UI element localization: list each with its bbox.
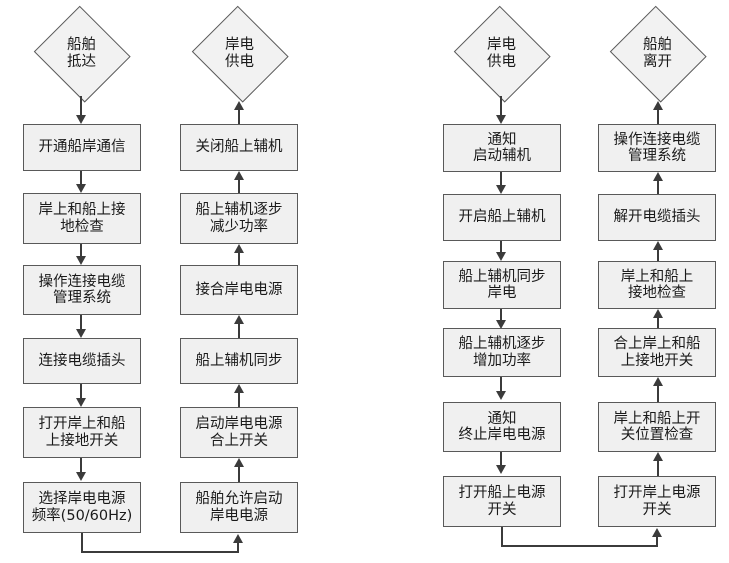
connector-c3-to-c4-vertical [501,527,503,547]
process-c1-3[interactable]: 操作连接电缆 管理系统 [23,265,141,315]
process-c1-1[interactable]: 开通船岸通信 [23,124,141,171]
connector-c2-n5-n4 [238,393,240,407]
connector-c1-to-c2-horizontal [81,551,238,553]
arrowhead-c3-n1 [496,115,506,124]
terminator-ship-departure: 船舶 离开 [607,5,708,103]
connector-c4-n3-n2 [657,250,659,261]
process-c2-3[interactable]: 接合岸电电源 [180,265,298,315]
arrowhead-c4-n4 [653,377,663,386]
arrowhead-c3-n2 [496,185,506,194]
arrowhead-c4-n6 [652,528,662,537]
connector-c3-t-n1 [500,96,502,118]
process-c2-2[interactable]: 船上辅机逐步 减少功率 [180,193,298,244]
arrowhead-c3-n5 [496,391,506,400]
process-c1-4[interactable]: 连接电缆插头 [23,338,141,384]
connector-c1-n5-n6 [80,458,82,474]
arrowhead-c3-n4 [496,320,506,329]
arrowhead-c4-n2 [653,241,663,250]
connector-c1-n2-n3 [80,244,82,258]
connector-c4-n5-n4 [657,386,659,402]
arrowhead-c1-n5 [76,398,86,407]
arrowhead-c1-n1 [76,115,86,124]
connector-c4-n1-t [657,110,659,124]
process-c4-5[interactable]: 岸上和船上开 关位置检查 [598,402,716,452]
arrowhead-c1-n2 [76,184,86,193]
arrowhead-c2-n6 [233,534,243,543]
process-c3-5[interactable]: 通知 终止岸电电源 [443,402,561,452]
arrowhead-c1-n6 [76,472,86,481]
arrowhead-c2-n5 [234,458,244,467]
connector-c1-t-n1 [80,96,82,118]
terminator-shore-power-supply-2: 岸电 供电 [451,5,552,103]
connector-c3-n5-n6 [500,452,502,466]
terminator-ship-arrival: 船舶 抵达 [31,5,132,103]
arrowhead-c1-n3 [76,256,86,265]
process-c3-1[interactable]: 通知 启动辅机 [443,124,561,172]
arrowhead-c2-n2 [234,244,244,253]
process-c2-1[interactable]: 关闭船上辅机 [180,124,298,171]
process-c2-4[interactable]: 船上辅机同步 [180,338,298,384]
process-c1-5[interactable]: 打开岸上和船 上接地开关 [23,407,141,458]
process-c3-4[interactable]: 船上辅机逐步 增加功率 [443,328,561,377]
arrowhead-c2-terminator [234,101,244,110]
connector-c1-n4-n5 [80,384,82,400]
process-c3-2[interactable]: 开启船上辅机 [443,194,561,241]
connector-c4-n2-n1 [657,181,659,194]
arrowhead-c3-n3 [496,252,506,261]
process-c3-6[interactable]: 打开船上电源 开关 [443,476,561,527]
process-c4-1[interactable]: 操作连接电缆 管理系统 [598,124,716,172]
terminator-label: 岸电 供电 [225,37,254,70]
arrowhead-c2-n4 [234,384,244,393]
process-c4-6[interactable]: 打开岸上电源 开关 [598,476,716,527]
connector-c2-n1-t [238,110,240,124]
process-c4-3[interactable]: 岸上和船上 接地检查 [598,261,716,309]
connector-c2-n6-n5 [238,467,240,482]
process-c2-6[interactable]: 船舶允许启动 岸电电源 [180,482,298,533]
arrowhead-c2-n1 [234,171,244,180]
process-c3-3[interactable]: 船上辅机同步 岸电 [443,261,561,309]
arrowhead-c3-n6 [496,465,506,474]
connector-c2-n3-n2 [238,253,240,265]
connector-c1-n3-n4 [80,315,82,330]
connector-c3-n3-n4 [500,309,502,323]
terminator-shore-power-supply: 岸电 供电 [189,5,290,103]
arrowhead-c1-n4 [76,329,86,338]
connector-c1-to-c2-vertical [81,533,83,553]
connector-c3-n1-n2 [500,172,502,188]
terminator-label: 船舶 离开 [643,37,672,70]
connector-c2-n2-n1 [238,180,240,193]
arrowhead-c4-n3 [653,309,663,318]
connector-c3-n4-n5 [500,377,502,392]
arrowhead-c4-n5 [653,452,663,461]
connector-c2-bottom-riser [237,543,239,553]
connector-c3-to-c4-horizontal [501,545,657,547]
connector-c1-n1-n2 [80,171,82,187]
arrowhead-c4-terminator [653,101,663,110]
process-c2-5[interactable]: 启动岸电电源 合上开关 [180,407,298,458]
arrowhead-c4-n1 [653,172,663,181]
process-c4-4[interactable]: 合上岸上和船 上接地开关 [598,328,716,377]
connector-c2-n4-n3 [238,324,240,338]
terminator-label: 岸电 供电 [487,37,516,70]
connector-c4-n6-n5 [657,461,659,476]
arrowhead-c2-n3 [234,315,244,324]
process-c4-2[interactable]: 解开电缆插头 [598,194,716,241]
connector-c4-n4-n3 [657,318,659,328]
connector-c4-bottom-riser [656,537,658,547]
process-c1-6[interactable]: 选择岸电电源 频率(50/60Hz) [23,482,141,533]
terminator-label: 船舶 抵达 [67,37,96,70]
connector-c3-n2-n3 [500,241,502,255]
process-c1-2[interactable]: 岸上和船上接 地检查 [23,193,141,244]
